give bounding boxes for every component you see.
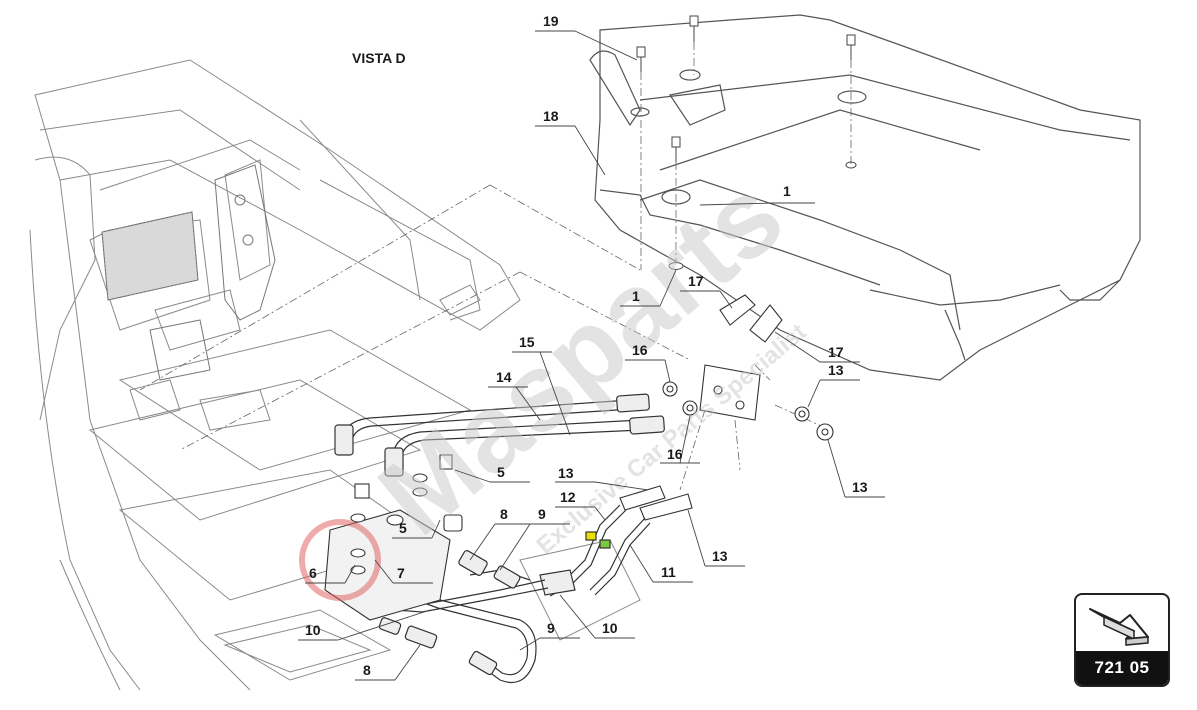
callout-12: 12 (555, 489, 606, 521)
page-reference-badge: 721 05 (1074, 593, 1170, 687)
svg-text:6: 6 (309, 565, 317, 581)
svg-text:16: 16 (667, 446, 683, 462)
svg-text:5: 5 (399, 520, 407, 536)
callout-13c: 13 (555, 465, 649, 491)
callout-9b: 9 (519, 620, 580, 651)
callout-9a: 9 (499, 506, 570, 571)
svg-text:13: 13 (558, 465, 574, 481)
chassis-frame (29, 59, 641, 691)
callout-8b: 8 (355, 644, 421, 681)
callout-6: 6 (305, 564, 356, 584)
svg-text:13: 13 (828, 362, 844, 378)
callouts: VISTA D 19 18 1 1 17 17 16 16 15 14 13 1… (298, 13, 885, 681)
callout-13b: 13 (827, 439, 885, 498)
callout-1b: 1 (620, 269, 677, 307)
svg-text:1: 1 (783, 183, 791, 199)
svg-text:17: 17 (688, 273, 704, 289)
callout-10a: 10 (559, 594, 635, 639)
svg-text:1: 1 (632, 288, 640, 304)
callout-17a: 17 (680, 273, 733, 309)
svg-text:9: 9 (538, 506, 546, 522)
callout-19: 19 (535, 13, 638, 61)
view-arrow-icon (1089, 608, 1149, 646)
callout-16b: 16 (660, 415, 700, 464)
tank-bolts (636, 15, 857, 270)
pedal-arm (149, 164, 276, 381)
svg-text:5: 5 (497, 464, 505, 480)
callout-7: 7 (374, 559, 433, 584)
callout-18: 18 (535, 108, 606, 176)
svg-text:12: 12 (560, 489, 576, 505)
view-title: VISTA D (352, 50, 406, 66)
svg-text:17: 17 (828, 344, 844, 360)
callout-17b: 17 (774, 331, 860, 363)
callout-1a: 1 (699, 183, 815, 206)
fittings (619, 294, 834, 521)
callout-14: 14 (488, 369, 541, 421)
svg-text:14: 14 (496, 369, 512, 385)
callout-5b: 5 (392, 519, 441, 539)
svg-text:11: 11 (661, 564, 676, 580)
svg-text:16: 16 (632, 342, 648, 358)
svg-text:9: 9 (547, 620, 555, 636)
callout-16a: 16 (625, 342, 671, 383)
svg-text:8: 8 (500, 506, 508, 522)
callout-10b: 10 (298, 609, 431, 641)
svg-text:18: 18 (543, 108, 559, 124)
svg-text:13: 13 (712, 548, 728, 564)
callout-13d: 13 (687, 509, 745, 567)
svg-text:19: 19 (543, 13, 559, 29)
callout-13a: 13 (807, 362, 860, 408)
svg-text:10: 10 (305, 622, 321, 638)
page-code: 721 05 (1076, 651, 1168, 685)
callout-5a: 5 (454, 464, 530, 483)
watermark-logo-icon (299, 519, 381, 601)
pedal-plate (101, 211, 199, 301)
svg-text:7: 7 (397, 565, 405, 581)
svg-text:10: 10 (602, 620, 618, 636)
svg-text:15: 15 (519, 334, 535, 350)
svg-text:8: 8 (363, 662, 371, 678)
callout-11: 11 (629, 544, 693, 583)
fuel-tank (589, 14, 1141, 381)
callout-15: 15 (512, 334, 571, 436)
svg-text:13: 13 (852, 479, 868, 495)
callout-8a: 8 (469, 506, 535, 561)
hose-assembly (334, 393, 665, 477)
